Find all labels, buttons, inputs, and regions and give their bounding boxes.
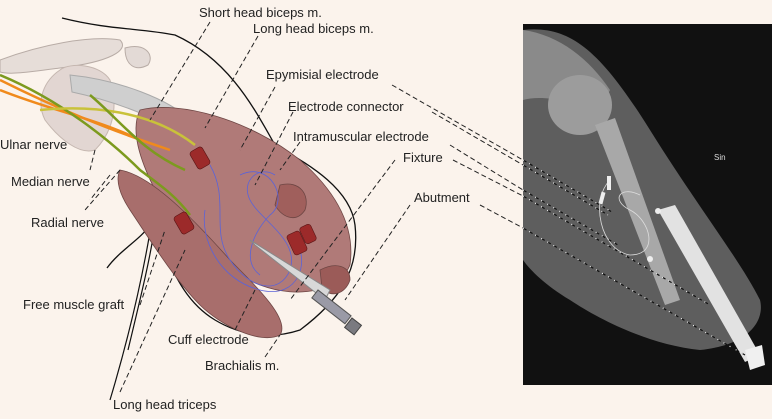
label-cuff-electrode: Cuff electrode <box>168 332 249 347</box>
xray-image: Sin <box>522 24 772 385</box>
label-long-head-biceps: Long head biceps m. <box>253 21 374 36</box>
label-radial-nerve: Radial nerve <box>31 215 104 230</box>
label-intramuscular-electrode: Intramuscular electrode <box>293 129 429 144</box>
arm-outline-lower <box>109 224 156 401</box>
label-short-head-biceps: Short head biceps m. <box>199 5 322 20</box>
label-free-muscle-graft: Free muscle graft <box>23 297 125 312</box>
osseointegrated-implant <box>249 239 363 336</box>
label-long-head-triceps: Long head triceps <box>113 397 217 412</box>
leader-lines <box>84 21 524 393</box>
label-electrode-connector: Electrode connector <box>288 99 404 114</box>
label-epymisial-electrode: Epymisial electrode <box>266 67 379 82</box>
label-brachialis: Brachialis m. <box>205 358 279 373</box>
label-median-nerve: Median nerve <box>11 174 90 189</box>
label-ulnar-nerve: Ulnar nerve <box>0 137 67 152</box>
label-abutment: Abutment <box>414 190 470 205</box>
label-fixture: Fixture <box>403 150 443 165</box>
nerves <box>0 73 196 216</box>
cuff-electrodes <box>173 146 317 256</box>
xray-side-marker: Sin <box>714 153 726 162</box>
